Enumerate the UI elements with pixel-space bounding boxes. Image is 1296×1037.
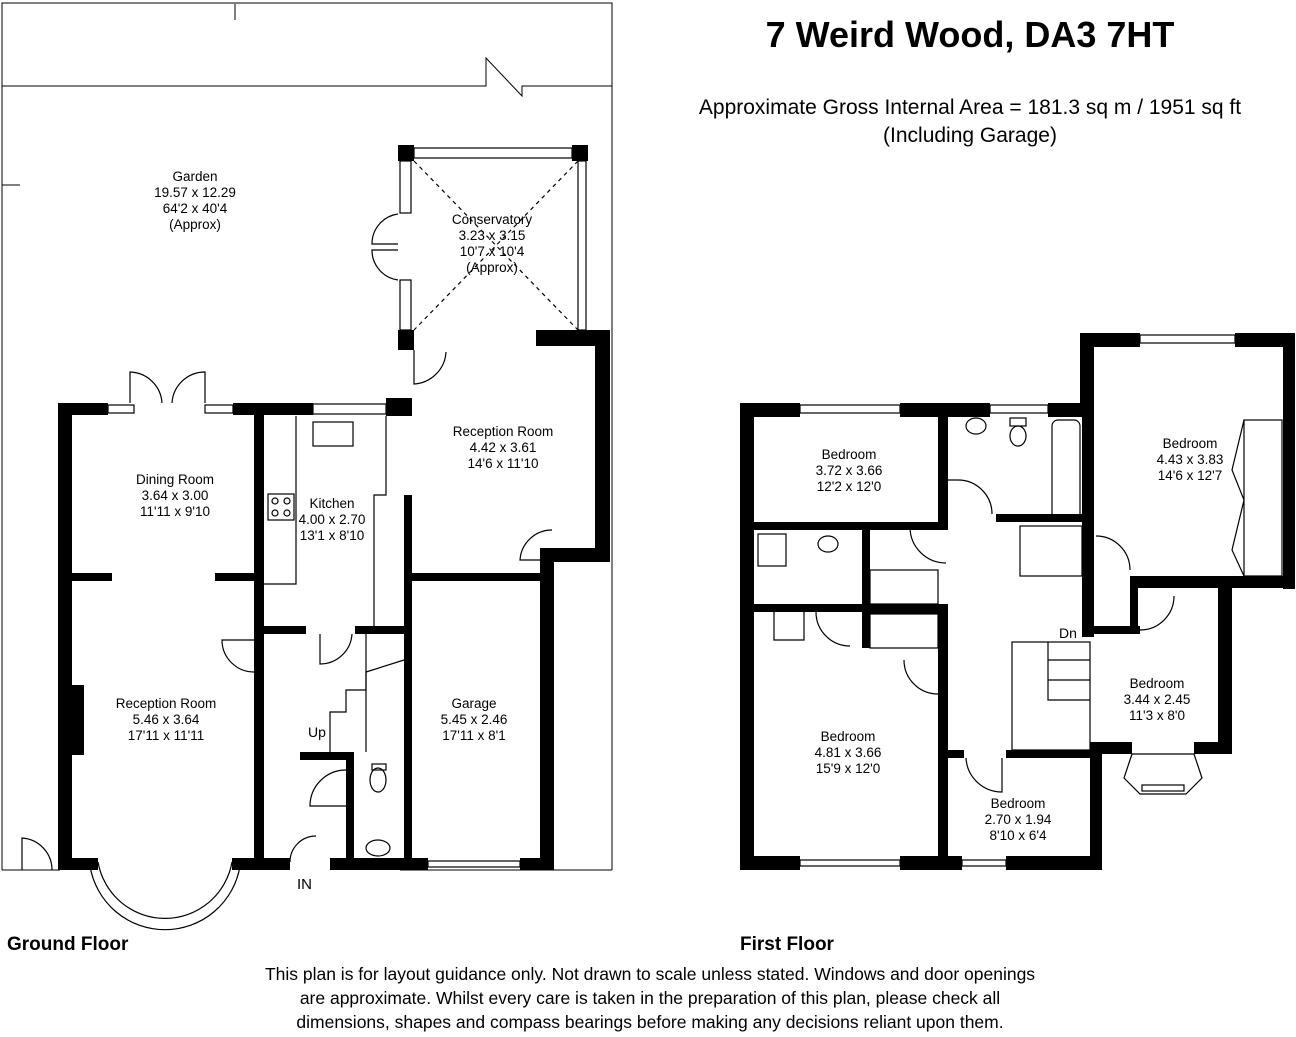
room-name: Reception Room — [115, 696, 217, 711]
room-imperial: 10'7 x 10'4 — [459, 244, 525, 259]
room-name: Bedroom — [990, 796, 1046, 811]
room-name: Conservatory — [451, 212, 533, 227]
disclaimer-line: dimensions, shapes and compass bearings … — [296, 1012, 1004, 1032]
room-metric: 5.46 x 3.64 — [132, 712, 200, 727]
room-reception-back: Reception Room 4.42 x 3.61 14'6 x 11'10 — [453, 424, 554, 472]
room-metric: 3.44 x 2.45 — [1123, 692, 1191, 707]
room-imperial: 14'6 x 12'7 — [1157, 468, 1223, 483]
room-dining: Dining Room 3.64 x 3.00 11'11 x 9'10 — [136, 472, 214, 520]
room-imperial: 64'2 x 40'4 — [162, 201, 228, 216]
ground-floor-label: Ground Floor — [7, 934, 129, 955]
disclaimer: This plan is for layout guidance only. N… — [150, 962, 1150, 1034]
room-metric: 2.70 x 1.94 — [984, 812, 1052, 827]
room-kitchen: Kitchen 4.00 x 2.70 13'1 x 8'10 — [299, 496, 366, 544]
room-metric: 3.23 x 3.15 — [458, 228, 526, 243]
stairs-up-label: Up — [308, 724, 326, 740]
room-imperial: 11'3 x 8'0 — [1129, 708, 1185, 723]
entrance-label: IN — [297, 876, 312, 893]
first-floor-label: First Floor — [740, 934, 834, 955]
room-name: Kitchen — [309, 496, 355, 511]
room-reception-front: Reception Room 5.46 x 3.64 17'11 x 11'11 — [116, 696, 217, 744]
room-bedroom-a: Bedroom 3.72 x 3.66 12'2 x 12'0 — [816, 447, 883, 495]
page-title: 7 Weird Wood, DA3 7HT — [765, 14, 1175, 55]
room-imperial: 8'10 x 6'4 — [989, 828, 1047, 843]
room-name: Garage — [451, 696, 497, 711]
room-garage: Garage 5.45 x 2.46 17'11 x 8'1 — [441, 696, 508, 744]
area-note: (Including Garage) — [883, 124, 1057, 147]
disclaimer-line: are approximate. Whilst every care is ta… — [299, 988, 1001, 1008]
area-line: Approximate Gross Internal Area = 181.3 … — [698, 96, 1242, 119]
room-imperial: 15'9 x 12'0 — [815, 761, 881, 776]
room-imperial: 12'2 x 12'0 — [816, 479, 882, 494]
room-name: Reception Room — [452, 424, 554, 439]
room-bedroom-e: Bedroom 2.70 x 1.94 8'10 x 6'4 — [985, 796, 1052, 844]
ground-floor-walls — [58, 145, 610, 870]
room-imperial: 17'11 x 8'1 — [442, 728, 506, 743]
room-bedroom-b: Bedroom 4.43 x 3.83 14'6 x 12'7 — [1157, 436, 1224, 484]
room-metric: 4.81 x 3.66 — [814, 745, 882, 760]
room-name: Bedroom — [820, 729, 876, 744]
stairs-down-label: Dn — [1059, 625, 1077, 641]
room-bedroom-d: Bedroom 4.81 x 3.66 15'9 x 12'0 — [815, 729, 882, 777]
room-bedroom-c: Bedroom 3.44 x 2.45 11'3 x 8'0 — [1124, 676, 1191, 724]
area-summary: Approximate Gross Internal Area = 181.3 … — [650, 94, 1290, 150]
room-metric: 19.57 x 12.29 — [154, 185, 236, 200]
room-imperial: 13'1 x 8'10 — [299, 528, 365, 543]
first-floor-walls — [740, 333, 1295, 870]
room-imperial: 14'6 x 11'10 — [467, 456, 539, 471]
room-name: Garden — [172, 169, 218, 184]
room-metric: 5.45 x 2.46 — [440, 712, 508, 727]
room-metric: 4.42 x 3.61 — [469, 440, 537, 455]
room-note: (Approx) — [466, 260, 518, 275]
room-metric: 4.43 x 3.83 — [1156, 452, 1224, 467]
disclaimer-line: This plan is for layout guidance only. N… — [264, 964, 1036, 984]
room-conservatory: Conservatory 3.23 x 3.15 10'7 x 10'4 (Ap… — [452, 212, 532, 276]
room-garden: Garden 19.57 x 12.29 64'2 x 40'4 (Approx… — [154, 169, 236, 233]
room-imperial: 17'11 x 11'11 — [127, 728, 205, 743]
room-name: Bedroom — [1162, 436, 1218, 451]
garden-fence-line — [2, 56, 612, 98]
room-metric: 3.72 x 3.66 — [815, 463, 883, 478]
garden-boundary — [1, 2, 613, 870]
room-name: Bedroom — [821, 447, 877, 462]
room-metric: 4.00 x 2.70 — [298, 512, 366, 527]
room-metric: 3.64 x 3.00 — [141, 488, 209, 503]
room-name: Dining Room — [135, 472, 215, 487]
room-imperial: 11'11 x 9'10 — [140, 504, 210, 519]
room-note: (Approx) — [169, 217, 221, 232]
room-name: Bedroom — [1129, 676, 1185, 691]
